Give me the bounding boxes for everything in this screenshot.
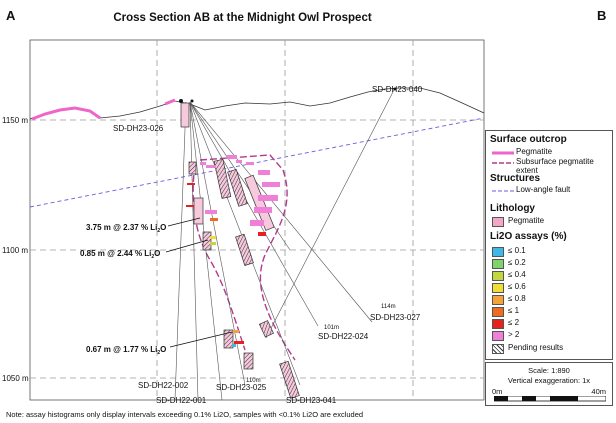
low-angle-fault (29, 117, 485, 208)
drillhole-label: SD-DH22-024 (318, 332, 369, 341)
legend-swatch (492, 283, 504, 293)
subsurface-extent (192, 164, 246, 351)
legend-swatch (492, 295, 504, 305)
legend-swatch (492, 331, 504, 341)
tick-label: 1050 m (2, 374, 29, 383)
legend-swatch (492, 247, 504, 257)
drillhole-label: SD-DH23-025 (216, 383, 267, 392)
hole-depth-label: 110m (246, 378, 261, 384)
collar-marker (393, 87, 397, 91)
legend-swatch (492, 217, 504, 227)
vertical-exaggeration: Vertical exaggeration: 1x (507, 376, 591, 385)
hole-depth-label: 114m (381, 304, 396, 310)
legend-swatch (492, 319, 504, 329)
legend-item: Low-angle fault (516, 185, 571, 194)
collar-marker (179, 99, 183, 103)
drillhole-label: SD-DH22-001 (156, 396, 207, 405)
intercept-annotation: 0.67 m @ 1.77 % Li2O (86, 345, 166, 356)
tick-label: 1150 m (2, 116, 28, 125)
panel-a-label: A (6, 8, 16, 23)
surface-outcrop (31, 106, 101, 121)
drillhole-label: SD-DH23-041 (286, 396, 337, 405)
legend-item: ≤ 1 (508, 306, 520, 315)
tick-label: 1100 m (2, 246, 28, 255)
scale-bar (494, 396, 606, 402)
legend-item: ≤ 0.2 (508, 258, 526, 267)
legend-item: Pending results (508, 343, 564, 352)
intercept-leaders (165, 217, 233, 348)
surface-outcrop (164, 98, 176, 106)
drillhole-label: SD-DH23-040 (372, 85, 423, 94)
legend-item: ≤ 2 (508, 318, 520, 327)
legend-swatch (492, 307, 504, 317)
legend-item: ≤ 0.6 (508, 282, 526, 291)
legend-item: Pegmatite (516, 147, 553, 156)
drillhole-label: SD-DH23-027 (370, 313, 421, 322)
legend-item: > 2 (508, 330, 520, 339)
legend-subsurface-swatch (492, 162, 514, 164)
subsurface-extent (199, 154, 284, 171)
footnote: Note: assay histograms only display inte… (6, 410, 364, 419)
drillhole-label: SD-DH23-026 (113, 124, 164, 133)
intercept-annotation: 3.75 m @ 2.37 % Li2O (86, 223, 166, 234)
scale-text: Scale: 1:890 (528, 366, 570, 375)
legend-outcrop-swatch (492, 151, 514, 155)
legend-item: ≤ 0.8 (508, 294, 526, 303)
legend-panel: Surface outcrop Pegmatite Subsurface peg… (485, 130, 613, 360)
lithology-bars (180, 102, 300, 399)
section-frame (29, 39, 485, 401)
panel-b-label: B (597, 8, 607, 23)
legend-fault-swatch (492, 190, 514, 192)
intercept-annotation: 0.85 m @ 2.44 % Li2O (80, 249, 160, 260)
legend-lithology-title: Lithology (490, 203, 535, 214)
legend-structures-title: Structures (490, 173, 541, 184)
legend-item: ≤ 0.1 (508, 246, 526, 255)
drillhole-label: SD-DH22-002 (138, 381, 189, 390)
legend-assays-title: Li2O assays (%) (490, 231, 567, 242)
subsurface-extent (259, 169, 296, 361)
legend-swatch (492, 259, 504, 269)
grid-lines (30, 40, 484, 400)
legend-surface-title: Surface outcrop (490, 134, 567, 145)
drill-traces (174, 87, 396, 401)
legend-swatch (492, 271, 504, 281)
legend-item: Pegmatite (508, 216, 545, 225)
hole-depth-label: 101m (324, 325, 339, 331)
assay-histograms (186, 155, 280, 347)
scale-end: 40m (591, 387, 606, 396)
section-title: Cross Section AB at the Midnight Owl Pro… (113, 12, 372, 24)
legend-item: Subsurface pegmatite extent (516, 157, 594, 175)
legend-swatch (492, 344, 504, 354)
scale-start: 0m (492, 387, 503, 396)
legend-item: ≤ 0.4 (508, 270, 526, 279)
scale-panel: Scale: 1:890 Vertical exaggeration: 1x 0… (485, 362, 613, 406)
collar-marker (190, 99, 194, 103)
